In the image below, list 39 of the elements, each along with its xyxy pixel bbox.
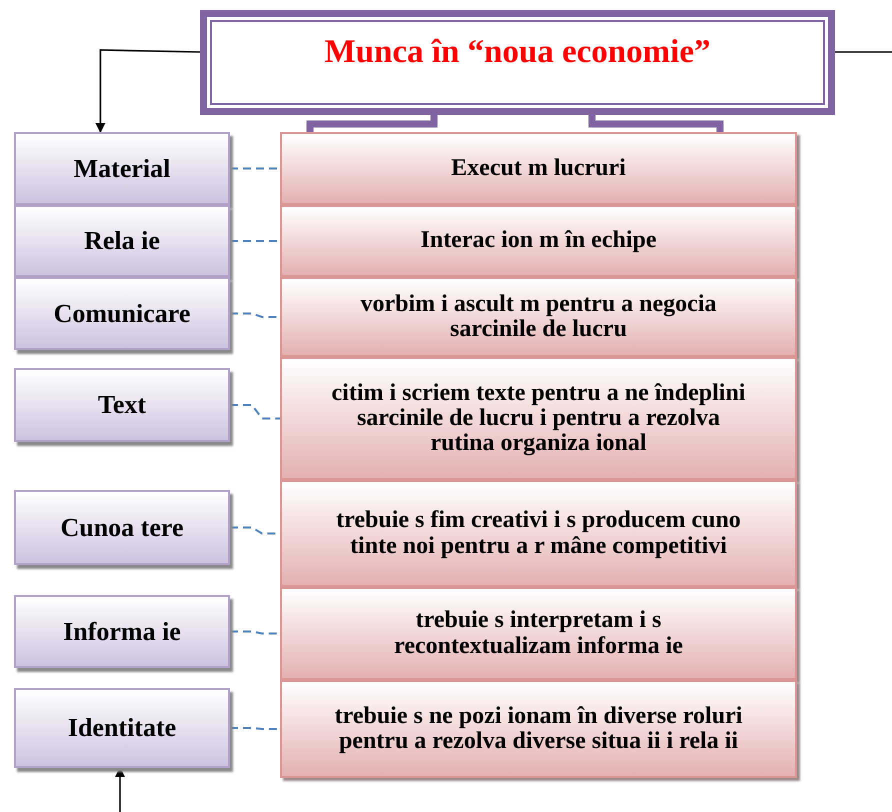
category-box: [14, 368, 230, 442]
box-label: trebuie s ne pozi ionam în diverse roluri pentru a rezolva diverse situa ii i rela ii: [334, 704, 744, 754]
category-box: [14, 205, 230, 277]
description-box: [280, 680, 797, 778]
description-box: [280, 587, 797, 680]
dashed-connector: [230, 168, 280, 170]
arrow: [95, 49, 200, 133]
category-box: [14, 277, 230, 350]
box-label: Cunoa tere: [60, 512, 184, 542]
bracket-connector: [306, 115, 438, 132]
title-box: [200, 10, 835, 115]
description-box: [280, 357, 797, 480]
box-label: Rela ie: [84, 226, 160, 256]
dashed-connector: [230, 404, 280, 420]
category-box: [14, 490, 230, 565]
bracket-connector: [588, 115, 724, 132]
description-box: [280, 277, 797, 357]
dashed-connector: [230, 240, 280, 242]
category-box: [14, 688, 230, 768]
box-label: Informa ie: [63, 616, 181, 646]
box-label: Interac ion m în echipe: [420, 228, 656, 254]
box-label: Comunicare: [54, 298, 190, 328]
description-box: [280, 132, 797, 205]
box-label: vorbim i ascult m pentru a negocia sarcinile de lucru: [360, 292, 718, 342]
box-label: citim i scriem texte pentru a ne îndeplini sarcinile de lucru i pentru a rezolva rutina organiza ional: [330, 380, 746, 456]
dashed-connector: [230, 727, 280, 730]
box-label: Identitate: [68, 713, 176, 743]
category-box: [14, 132, 230, 205]
box-label: trebuie s interpretam i s recontextualizam informa ie: [393, 608, 684, 659]
description-box: [280, 480, 797, 587]
arrow: [115, 767, 125, 812]
box-label: Material: [74, 154, 170, 184]
box-label: Text: [98, 390, 146, 420]
description-box: [280, 205, 797, 277]
category-box: [14, 595, 230, 668]
box-label: trebuie s fim creativi i s producem cuno tinte noi pentru a r mâne competitivi: [335, 508, 742, 559]
box-label: Execut m lucruri: [451, 156, 626, 182]
dashed-connector: [230, 630, 280, 634]
title-text: Munca în “noua economie”: [324, 34, 710, 71]
